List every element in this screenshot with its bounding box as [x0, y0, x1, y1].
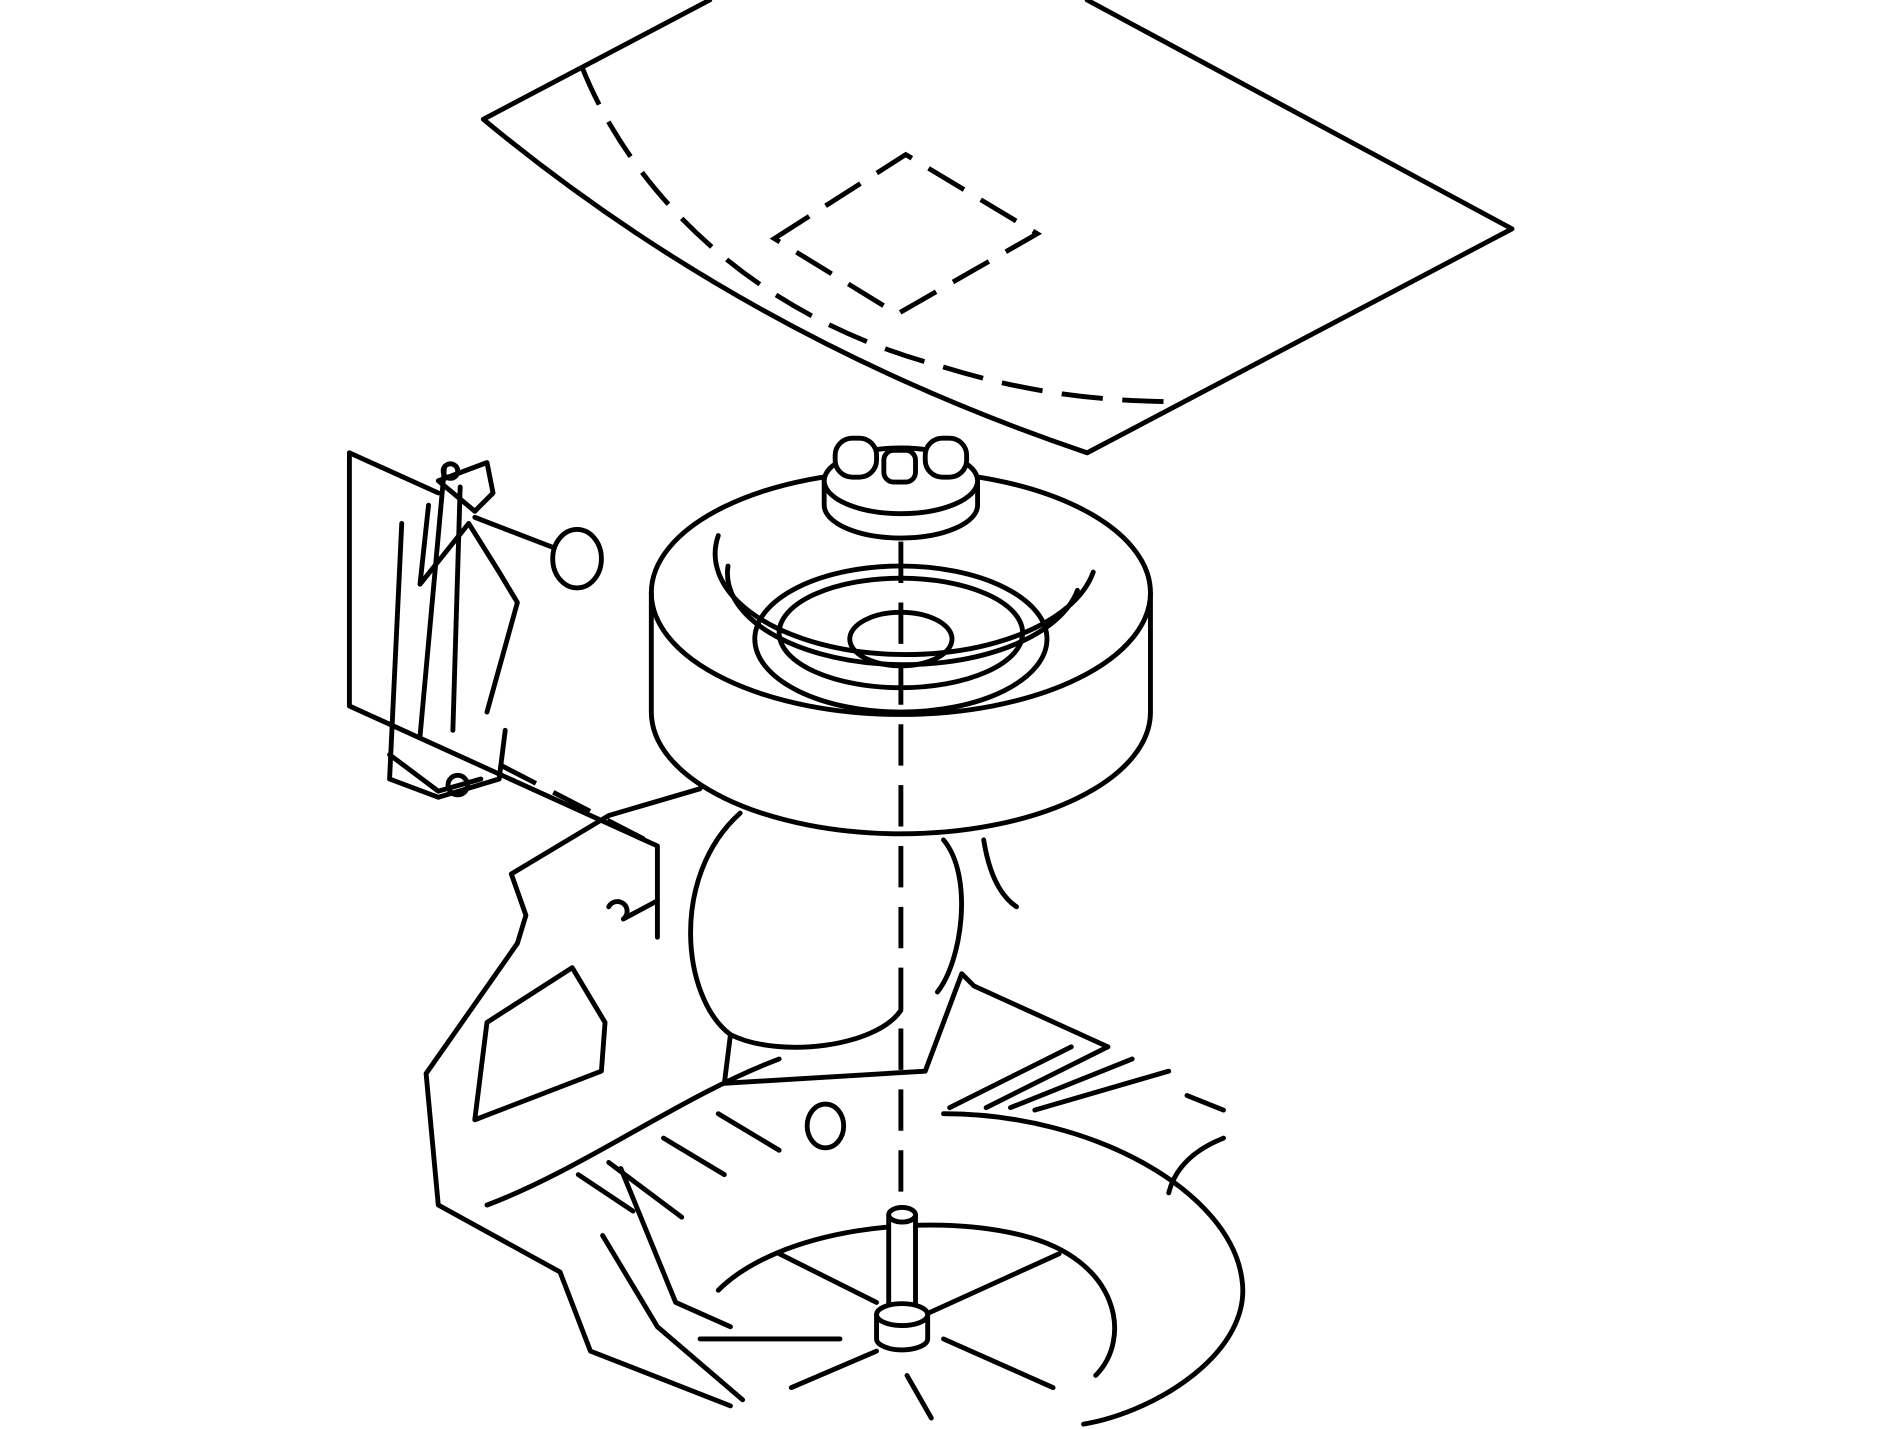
- hub-hole: [847, 609, 955, 669]
- tire-retainer: [821, 435, 981, 541]
- retainer-bolt: [874, 1205, 931, 1353]
- floor-cover-panel: [480, 0, 1515, 456]
- jack: [346, 450, 660, 940]
- spare-tire-well: [423, 786, 1246, 1427]
